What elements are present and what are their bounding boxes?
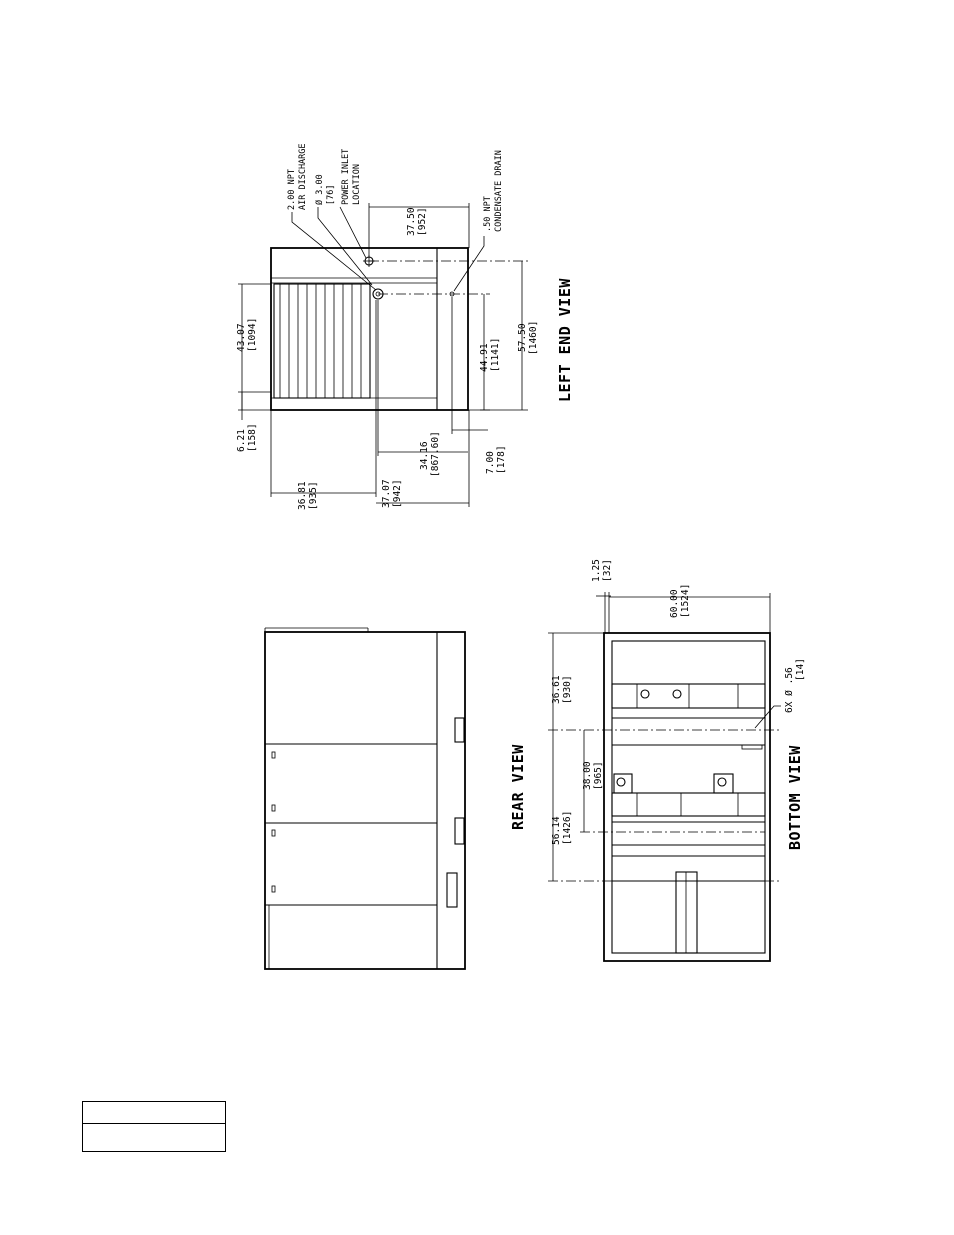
dim-6-21-mm: [158] <box>247 423 258 452</box>
air-discharge-line-1: 2.00 NPT <box>287 169 297 210</box>
dim-36-61-mm: [930] <box>562 675 573 704</box>
dim-37-50-mm: [952] <box>417 207 428 236</box>
left-end-view-title: LEFT END VIEW <box>556 278 574 402</box>
dim-7-00: 7.00 <box>485 451 496 474</box>
holes-callout: 6X Ø .56 <box>784 667 795 713</box>
mounting-hole-icon <box>717 777 727 787</box>
left-end-outer-frame <box>270 247 469 411</box>
condensate-line-2: CONDENSATE DRAIN <box>494 150 504 232</box>
dim-37-50: 37.50 <box>406 207 417 236</box>
bottom-dimensions <box>548 592 771 881</box>
coil-fins <box>273 283 377 399</box>
mounting-hole-icon <box>672 689 682 699</box>
air-discharge-line-2: AIR DISCHARGE <box>298 143 308 210</box>
power-inlet-line-1: Ø 3.00 <box>314 174 325 205</box>
rear-view: REAR VIEW <box>264 627 527 970</box>
rear-view-title: REAR VIEW <box>509 744 527 830</box>
dim-36-81: 36.81 <box>297 481 308 510</box>
power-inlet-line-2: [76] <box>326 185 336 205</box>
left-end-view: 2.00 NPT AIR DISCHARGE Ø 3.00 [76] POWER… <box>236 143 574 510</box>
dim-6-21: 6.21 <box>236 429 247 452</box>
left-end-dimensions <box>238 203 528 507</box>
dim-43-07-mm: [1094] <box>247 318 258 352</box>
dim-56-14: 56.14 <box>551 816 562 845</box>
dim-1-25-mm: [32] <box>602 559 613 582</box>
bottom-view-title: BOTTOM VIEW <box>786 745 804 850</box>
power-inlet-line-3: POWER INLET <box>341 149 351 205</box>
dim-38-00-mm: [965] <box>593 761 604 790</box>
condensate-line-1: .50 NPT <box>483 196 493 232</box>
dim-37-07: 37.07 <box>381 479 392 508</box>
dim-44-91: 44.91 <box>479 343 490 372</box>
dim-34-16: 34.16 <box>419 441 430 470</box>
bottom-view-outer <box>603 632 771 962</box>
rear-base-opening-1 <box>454 717 465 743</box>
dim-57-50-mm: [1460] <box>528 321 539 355</box>
rear-view-outline <box>264 631 466 970</box>
mounting-hole-icon <box>640 689 650 699</box>
caption-box-row <box>83 1102 225 1124</box>
dim-34-16-mm: [867.60] <box>430 431 441 477</box>
dim-57-50: 57.50 <box>517 323 528 352</box>
rear-base-opening-3 <box>446 872 458 908</box>
dim-60-00-mm: [1524] <box>680 584 691 618</box>
bottom-view: 1.25 [32] 60.00 [1524] 36.61 [930] 38.00… <box>548 559 806 962</box>
dim-36-61: 36.61 <box>551 675 562 704</box>
dim-43-07: 43.07 <box>236 323 247 352</box>
dim-44-91-mm: [1141] <box>490 338 501 372</box>
caption-box <box>82 1101 226 1152</box>
dim-38-00: 38.00 <box>582 761 593 790</box>
rear-base-opening-2 <box>454 817 465 845</box>
holes-callout-mm: [14] <box>795 658 806 681</box>
dim-7-00-mm: [178] <box>496 445 507 474</box>
dim-56-14-mm: [1426] <box>562 811 573 845</box>
power-inlet-line-4: LOCATION <box>352 164 362 205</box>
dim-60-00: 60.00 <box>669 589 680 618</box>
mounting-hole-icon <box>616 777 626 787</box>
dim-1-25: 1.25 <box>591 559 602 582</box>
dim-37-07-mm: [942] <box>392 479 403 508</box>
dim-36-81-mm: [935] <box>308 481 319 510</box>
